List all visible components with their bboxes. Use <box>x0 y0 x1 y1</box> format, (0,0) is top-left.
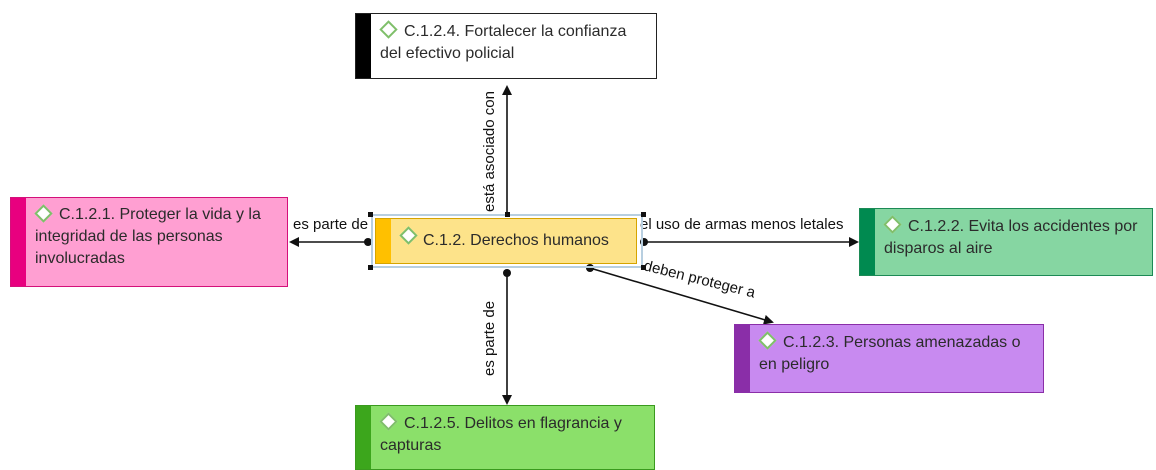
node-label-line: capturas <box>380 437 442 454</box>
topic-node-c121[interactable]: C.1.2.1. Proteger la vida y la integrida… <box>10 197 288 287</box>
edge-label-right: el uso de armas menos letales <box>640 216 843 233</box>
selection-handle[interactable] <box>368 212 373 217</box>
node-label-line: C.1.2.3. Personas amenazadas o <box>783 334 1021 351</box>
node-color-bar <box>356 406 371 469</box>
topic-node-c124[interactable]: C.1.2.4. Fortalecer la confianza del efe… <box>355 13 657 79</box>
topic-node-c123[interactable]: C.1.2.3. Personas amenazadas o en peligr… <box>734 324 1044 393</box>
node-label-line: C.1.2.4. Fortalecer la confianza <box>404 23 627 40</box>
node-label-line: del efectivo policial <box>380 45 515 62</box>
selection-handle[interactable] <box>641 212 646 217</box>
node-label-line: C.1.2.1. Proteger la vida y la <box>59 206 261 223</box>
node-label-line: involucradas <box>35 250 125 267</box>
node-color-bar <box>11 198 26 286</box>
topic-node-c125[interactable]: C.1.2.5. Delitos en flagrancia y captura… <box>355 405 655 470</box>
node-label-line: C.1.2.5. Delitos en flagrancia y <box>404 415 622 432</box>
diamond-icon <box>379 20 398 39</box>
node-color-bar <box>735 325 750 392</box>
edge-label-left: es parte de <box>293 216 368 233</box>
topic-node-c12[interactable]: C.1.2. Derechos humanos <box>375 218 637 264</box>
selection-handle[interactable] <box>641 265 646 270</box>
topic-node-c122[interactable]: C.1.2.2. Evita los accidentes por dispar… <box>859 208 1153 276</box>
edge-label-bottom-right: deben proteger a <box>642 257 758 301</box>
node-label-line: disparos al aire <box>884 240 993 257</box>
node-label-line: integridad de las personas <box>35 228 223 245</box>
connector-bottom-start-dot <box>503 269 511 277</box>
node-label-line: C.1.2.2. Evita los accidentes por <box>908 218 1138 235</box>
node-color-bar <box>376 219 391 263</box>
selection-handle[interactable] <box>368 265 373 270</box>
edge-label-bottom: es parte de <box>481 301 498 376</box>
node-color-bar <box>860 209 875 275</box>
node-color-bar <box>356 14 371 78</box>
node-label-line: en peligro <box>759 356 830 373</box>
connector-bottom-right[interactable] <box>589 267 774 325</box>
connector-left-start-dot <box>364 238 372 246</box>
selection-handle[interactable] <box>505 212 510 217</box>
node-label: C.1.2. Derechos humanos <box>423 232 609 249</box>
edge-label-top: está asociado con <box>481 91 498 212</box>
